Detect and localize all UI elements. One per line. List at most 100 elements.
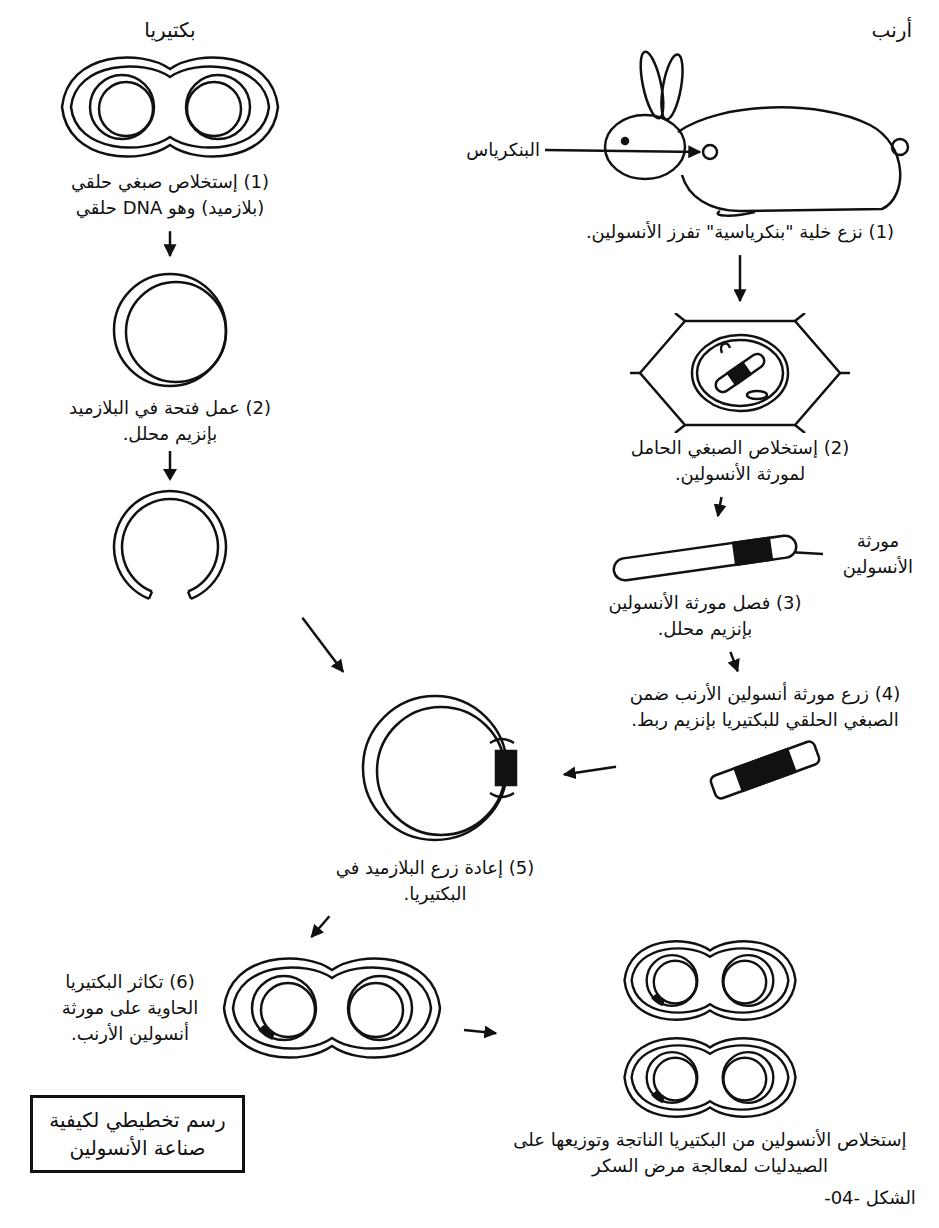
rabbit-figure	[570, 47, 910, 217]
figure-stroke	[169, 451, 172, 471]
figure-stroke	[363, 696, 516, 840]
figure-stroke	[126, 282, 226, 382]
flow-arrow	[302, 618, 343, 672]
figure-stroke	[654, 1093, 664, 1100]
figure-stroke	[795, 425, 805, 433]
figure-stroke	[261, 983, 315, 1037]
figure-stroke	[114, 274, 226, 386]
figure-stroke	[122, 499, 218, 591]
figure-stroke	[71, 66, 269, 147]
stage-heading: بكتيريا	[48, 16, 292, 45]
figure-stroke	[224, 958, 440, 1057]
part-label: مورثة الأنسولين	[828, 528, 928, 580]
figure-stroke	[612, 534, 797, 581]
figure-stroke	[795, 313, 805, 321]
rabbit-stage: أرنب (1) نزع خلية "بنكرياسية" تفرز الأنس…	[560, 10, 920, 251]
figure-stroke	[496, 751, 516, 785]
step-caption: (5) إعادة زرع البلازميد في البكتيريا.	[318, 855, 552, 907]
chromosome-figure	[605, 528, 805, 588]
figure-stroke	[723, 1058, 766, 1101]
flow-arrow	[564, 767, 616, 775]
figure-stroke	[224, 958, 440, 1057]
figure-stroke	[713, 351, 767, 395]
plasmid-figure	[50, 268, 290, 393]
figure-stroke	[187, 82, 241, 136]
figure-stroke	[99, 82, 153, 136]
figure-stroke	[90, 75, 154, 139]
figure-stroke	[723, 1052, 774, 1103]
figure-stroke	[363, 696, 507, 840]
gene-fragment-figure	[695, 735, 835, 805]
figure-stroke	[713, 351, 767, 395]
figure-stroke	[114, 491, 226, 599]
figure-stroke	[632, 948, 789, 1012]
step-caption: (6) تكاثر البكتيريا الحاوية على مورثة أن…	[48, 969, 212, 1047]
figure-stroke	[728, 363, 751, 385]
figure-stroke	[349, 983, 403, 1037]
figure-stroke	[252, 976, 316, 1040]
flow-arrow	[739, 255, 742, 301]
step-caption: (2) إستخلاص الصبغي الحامل لمورثة الأنسول…	[608, 435, 872, 487]
figure-stroke	[654, 1058, 697, 1101]
figure-stroke	[675, 425, 685, 433]
figure-stroke	[892, 139, 908, 155]
figure-stroke	[692, 335, 788, 411]
figure-stroke	[188, 592, 191, 599]
figure-stroke	[149, 592, 152, 599]
figure-stroke	[733, 538, 772, 565]
gene-stage: (4) زرع مورثة أنسولين الأرنب ضمن الصبغي …	[620, 675, 910, 813]
figure-stroke	[490, 739, 514, 797]
flow-arrow	[718, 497, 722, 516]
stage-heading: أرنب	[568, 16, 912, 45]
figure-stroke	[630, 372, 640, 375]
figure-stroke	[709, 740, 821, 800]
flow-arrow	[311, 916, 329, 937]
figure-stroke	[632, 1045, 789, 1109]
bacterium-figure	[212, 948, 452, 1068]
step-caption: (3) فصل مورثة الأنسولين بإنزيم محلل.	[598, 590, 812, 642]
figure-stroke	[630, 313, 850, 433]
figure-stroke	[625, 941, 796, 1019]
figure-stroke	[377, 707, 505, 835]
figure-stroke	[261, 1027, 274, 1036]
figure-stroke	[723, 955, 774, 1006]
leader-line	[545, 150, 700, 152]
daughter-bacterium-figure	[615, 933, 805, 1028]
figure-stroke	[625, 1038, 796, 1116]
figure-stroke	[186, 75, 250, 139]
figure-stroke	[625, 941, 796, 1019]
cell-stage: (2) إستخلاص الصبغي الحامل لمورثة الأنسول…	[600, 305, 880, 493]
figure-stroke	[703, 145, 717, 159]
figure-stroke	[163, 469, 177, 481]
step-caption: (1) إستخلاص صبغي حلقي (بلازميد) وهو DNA …	[48, 169, 292, 221]
recombinant-plasmid-stage: (5) إعادة زرع البلازميد في البكتيريا.	[310, 675, 560, 913]
figure-stroke	[612, 534, 797, 581]
figure-stroke	[114, 274, 226, 386]
figure-stroke	[721, 343, 730, 353]
figure-stroke	[675, 313, 685, 321]
opened-plasmid-figure	[50, 485, 290, 615]
figure-stroke	[640, 321, 840, 425]
figure-stroke	[605, 115, 685, 179]
figure-stroke	[622, 138, 628, 144]
flow-arrow	[464, 1030, 496, 1033]
figure-stroke	[747, 391, 767, 399]
figure-stroke	[697, 340, 783, 406]
daughter-bacteria-stage: إستخلاص الأنسولين من البكتيريا الناتجة و…	[500, 925, 920, 1185]
chromosome-stage: (3) فصل مورثة الأنسولين بإنزيم محلل.	[590, 520, 820, 648]
figure-stroke	[654, 961, 697, 1004]
figure-stroke	[723, 961, 766, 1004]
figure-title-box: رسم تخطيطي لكيفية صناعة الأنسولين	[30, 1095, 245, 1173]
figure-stroke	[233, 967, 431, 1048]
final-caption: إستخلاص الأنسولين من البكتيريا الناتجة و…	[508, 1127, 912, 1179]
plasmid-stage: (2) عمل فتحة في البلازميد بإنزيم محلل.	[40, 260, 300, 623]
step-arrow	[50, 449, 290, 483]
figure-stroke	[840, 372, 850, 375]
figure-stroke	[605, 50, 908, 216]
figure-stroke	[114, 491, 226, 599]
recombinant-plasmid-figure	[320, 683, 550, 853]
figure-stroke	[735, 749, 796, 791]
pancreatic-cell-figure	[630, 313, 850, 433]
part-label: البنكرياس	[400, 137, 540, 163]
